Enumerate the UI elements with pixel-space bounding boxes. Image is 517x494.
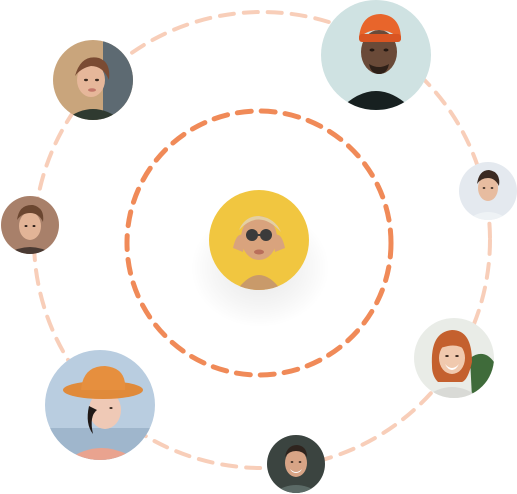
right-lower-avatar[interactable] [414,318,494,398]
man-with-orange-beanie-portrait-icon [321,0,431,110]
young-man-portrait-icon [459,162,517,220]
outer-orbit-ring [32,10,492,470]
inner-orbit-ring [124,108,394,378]
bottom-avatar[interactable] [267,435,325,493]
top-left-avatar[interactable] [53,40,133,120]
top-right-avatar[interactable] [321,0,431,110]
smiling-redhead-woman-portrait-icon [414,318,494,398]
left-small-avatar[interactable] [1,196,59,254]
right-small-avatar[interactable] [459,162,517,220]
woman-with-orange-hat-portrait-icon [45,350,155,460]
center-avatar[interactable] [209,190,309,290]
bottom-left-avatar[interactable] [45,350,155,460]
smiling-man-portrait-icon [267,435,325,493]
young-man-portrait-icon [1,196,59,254]
woman-portrait-icon [53,40,133,120]
woman-with-sunglasses-portrait-icon [209,190,309,290]
